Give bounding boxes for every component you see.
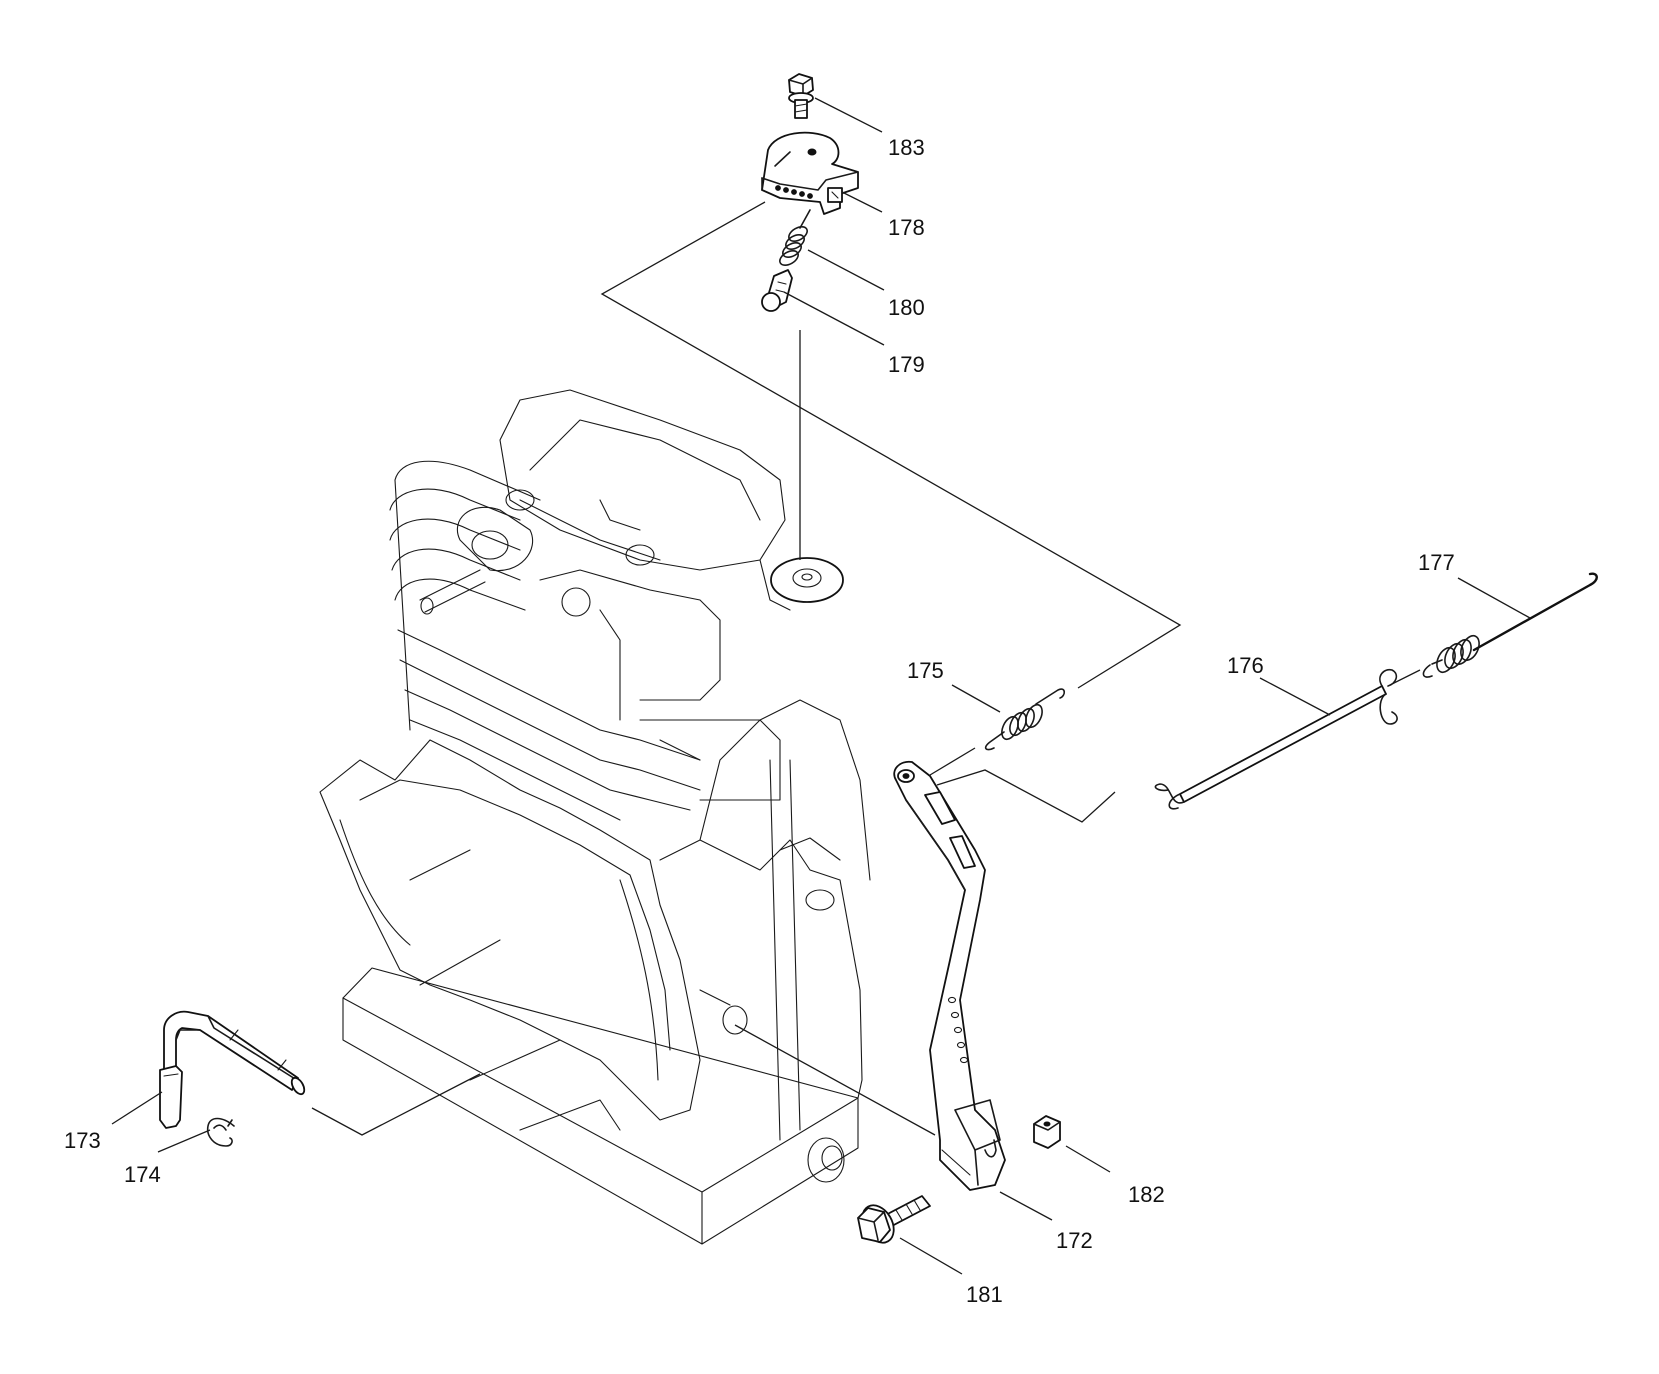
part-179-bolt [761, 269, 793, 312]
part-175-spring [984, 688, 1066, 751]
assembly-lines [311, 201, 1421, 1136]
callout-183: 183 [888, 135, 925, 160]
callout-labels: 183 178 180 179 177 176 175 173 174 182 … [64, 135, 1455, 1307]
callout-leaders [111, 97, 1531, 1275]
part-174-e-clip [206, 1117, 235, 1147]
callout-181: 181 [966, 1282, 1003, 1307]
part-180-spring [779, 209, 811, 267]
part-173-shaft [159, 1010, 306, 1129]
callout-174: 174 [124, 1162, 161, 1187]
part-178-lever-plate [761, 131, 859, 215]
part-181-bolt [857, 1195, 931, 1244]
part-176-link-rod [1154, 668, 1398, 810]
engine-block [319, 389, 871, 1245]
callout-180: 180 [888, 295, 925, 320]
callout-178: 178 [888, 215, 925, 240]
callout-173: 173 [64, 1128, 101, 1153]
callout-179: 179 [888, 352, 925, 377]
callout-177: 177 [1418, 550, 1455, 575]
part-172-governor-arm [893, 760, 1006, 1191]
callout-175: 175 [907, 658, 944, 683]
part-182-nut [1033, 1115, 1061, 1149]
callout-172: 172 [1056, 1228, 1093, 1253]
callout-182: 182 [1128, 1182, 1165, 1207]
part-177-rod-spring [1422, 572, 1598, 678]
callout-176: 176 [1227, 653, 1264, 678]
part-183-bolt [788, 73, 814, 119]
